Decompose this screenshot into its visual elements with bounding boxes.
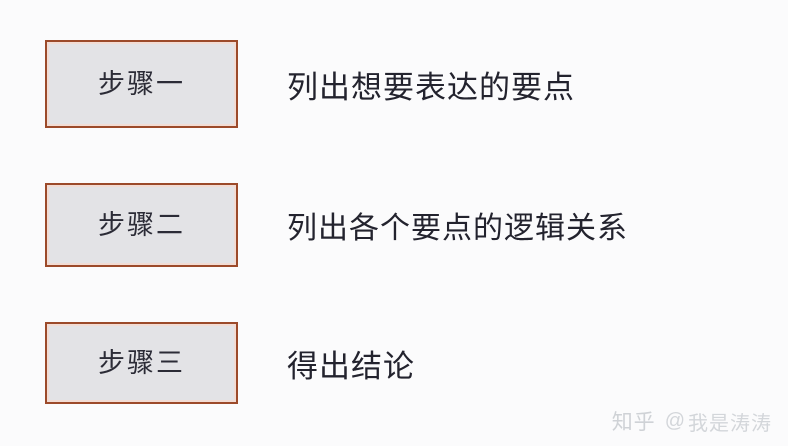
step-box-label: 步骤三 xyxy=(98,347,185,378)
step-description-3: 得出结论 xyxy=(287,348,415,384)
watermark-user: @ 我是涛涛 xyxy=(665,407,772,436)
step-row: 步骤一 列出想要表达的要点 xyxy=(0,40,788,128)
at-symbol-icon: @ xyxy=(664,409,686,432)
step-box-3: 步骤三 xyxy=(45,322,238,404)
watermark-username: 我是涛涛 xyxy=(688,412,772,435)
step-row: 步骤三 得出结论 xyxy=(0,322,788,404)
watermark-brand-zhihu: 知乎 xyxy=(611,410,656,434)
step-box-label: 步骤一 xyxy=(98,68,185,99)
step-box-1: 步骤一 xyxy=(45,40,238,128)
watermark: 知乎 @ 我是涛涛 xyxy=(612,406,772,436)
step-row: 步骤二 列出各个要点的逻辑关系 xyxy=(0,183,788,267)
step-description-1: 列出想要表达的要点 xyxy=(287,69,575,105)
step-box-label: 步骤二 xyxy=(98,209,185,240)
step-box-2: 步骤二 xyxy=(45,183,238,267)
step-description-2: 列出各个要点的逻辑关系 xyxy=(287,212,628,245)
